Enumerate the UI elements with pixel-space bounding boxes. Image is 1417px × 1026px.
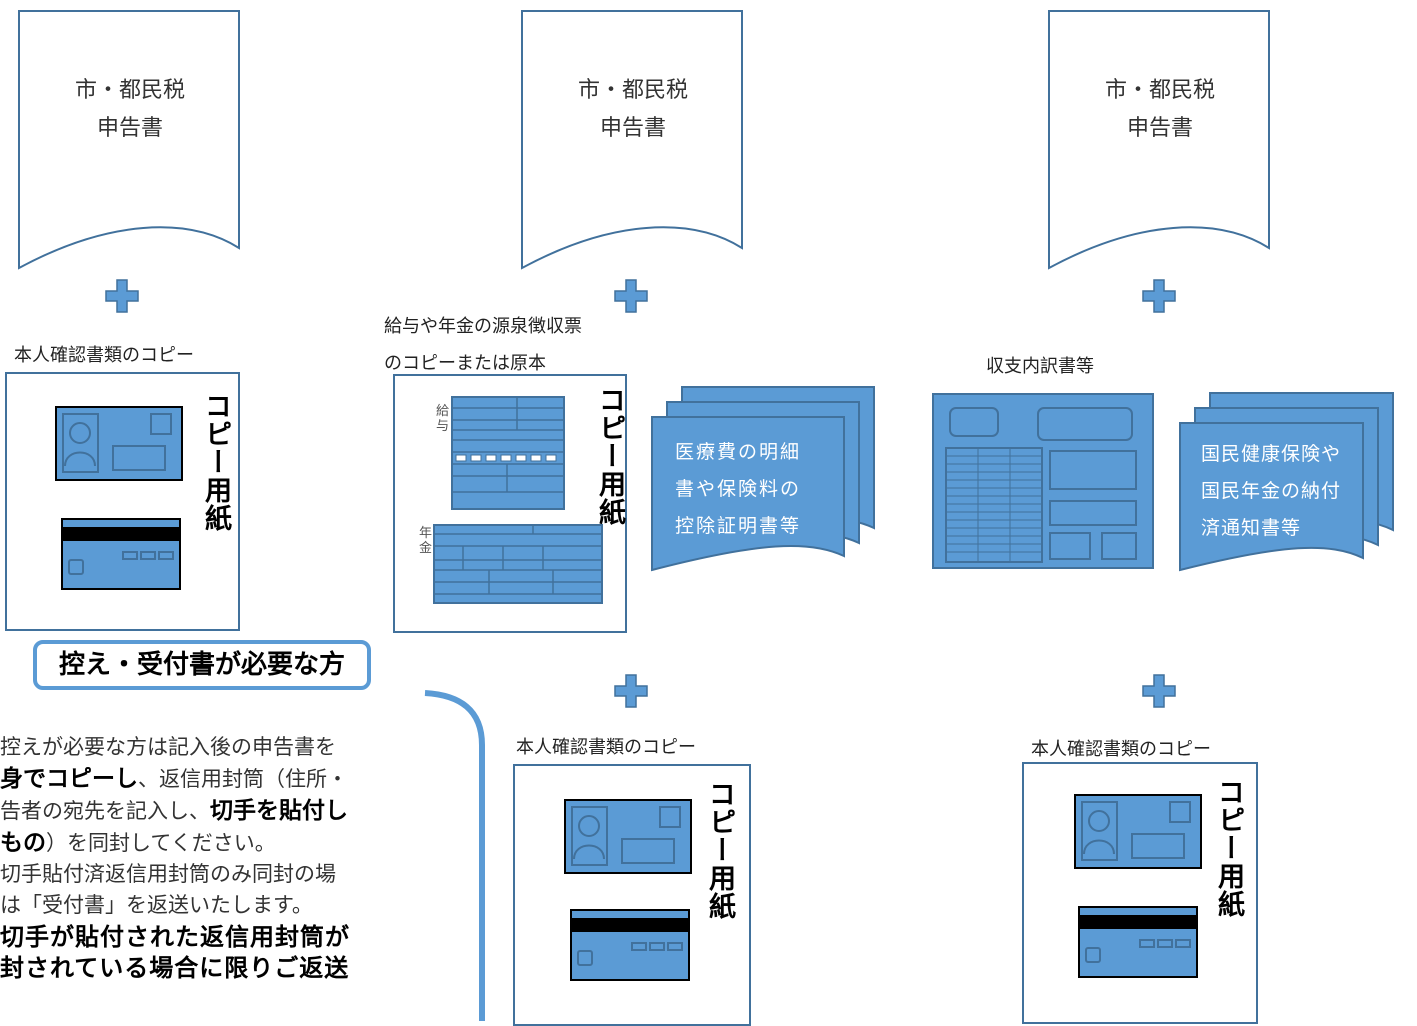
id-copy-frame: [1022, 762, 1258, 1024]
my-number-card-icon: [570, 909, 690, 981]
copy-paper-label: コピー用紙: [594, 386, 625, 526]
insurance-documents-stack-icon: [1179, 392, 1394, 572]
note-title: 控え・受付書が必要な方: [33, 640, 371, 690]
tax-form-document-3: [1048, 10, 1270, 270]
medical-documents-text: 医療費の明細書や保険料の控除証明書等: [675, 441, 802, 537]
id-copy-frame: [513, 764, 751, 1026]
id-copy-label: 本人確認書類のコピー: [516, 737, 696, 758]
tax-form-document-1: [18, 10, 240, 270]
tax-form-title: 市・都民税申告書: [577, 78, 688, 141]
income-expense-statement-icon: [932, 393, 1154, 569]
id-card-icon: [1074, 794, 1202, 869]
withholding-label-line1: 給与や年金の源泉徴収票: [384, 316, 582, 337]
withholding-label-line2: のコピーまたは原本: [384, 353, 546, 374]
plus-icon: [614, 674, 648, 708]
tax-form-document-2: [521, 10, 743, 270]
id-copy-label: 本人確認書類のコピー: [14, 345, 194, 366]
my-number-card-icon: [1078, 906, 1198, 978]
pension-mark: 年金: [419, 526, 433, 556]
salary-slip-icon: [451, 396, 565, 510]
id-card-icon: [55, 406, 183, 481]
note-bracket: [424, 690, 485, 1021]
medical-documents-stack-icon: [651, 386, 875, 572]
id-card-icon: [564, 799, 692, 874]
copy-paper-label: コピー用紙: [704, 780, 735, 920]
income-expense-label: 収支内訳書等: [986, 356, 1094, 377]
copy-paper-label: コピー用紙: [1213, 778, 1244, 918]
copy-paper-label: コピー用紙: [200, 392, 231, 532]
my-number-card-icon: [61, 518, 181, 590]
insurance-documents-text: 国民健康保険や国民年金の納付済通知書等: [1201, 443, 1342, 539]
id-copy-frame: [5, 372, 240, 631]
salary-mark: 給与: [436, 404, 450, 434]
plus-icon: [1142, 279, 1176, 313]
pension-slip-icon: [433, 524, 603, 604]
plus-icon: [1142, 674, 1176, 708]
withholding-copy-frame: 給与 年金: [393, 374, 627, 633]
plus-icon: [105, 279, 139, 313]
note-body: 控えが必要な方は記入後の申告書を 身でコピーし、返信用封筒（住所・ 告者の宛先を…: [0, 735, 350, 982]
tax-form-title: 市・都民税申告書: [1104, 78, 1215, 141]
tax-form-title: 市・都民税申告書: [74, 78, 185, 141]
plus-icon: [614, 279, 648, 313]
id-copy-label: 本人確認書類のコピー: [1031, 739, 1211, 760]
